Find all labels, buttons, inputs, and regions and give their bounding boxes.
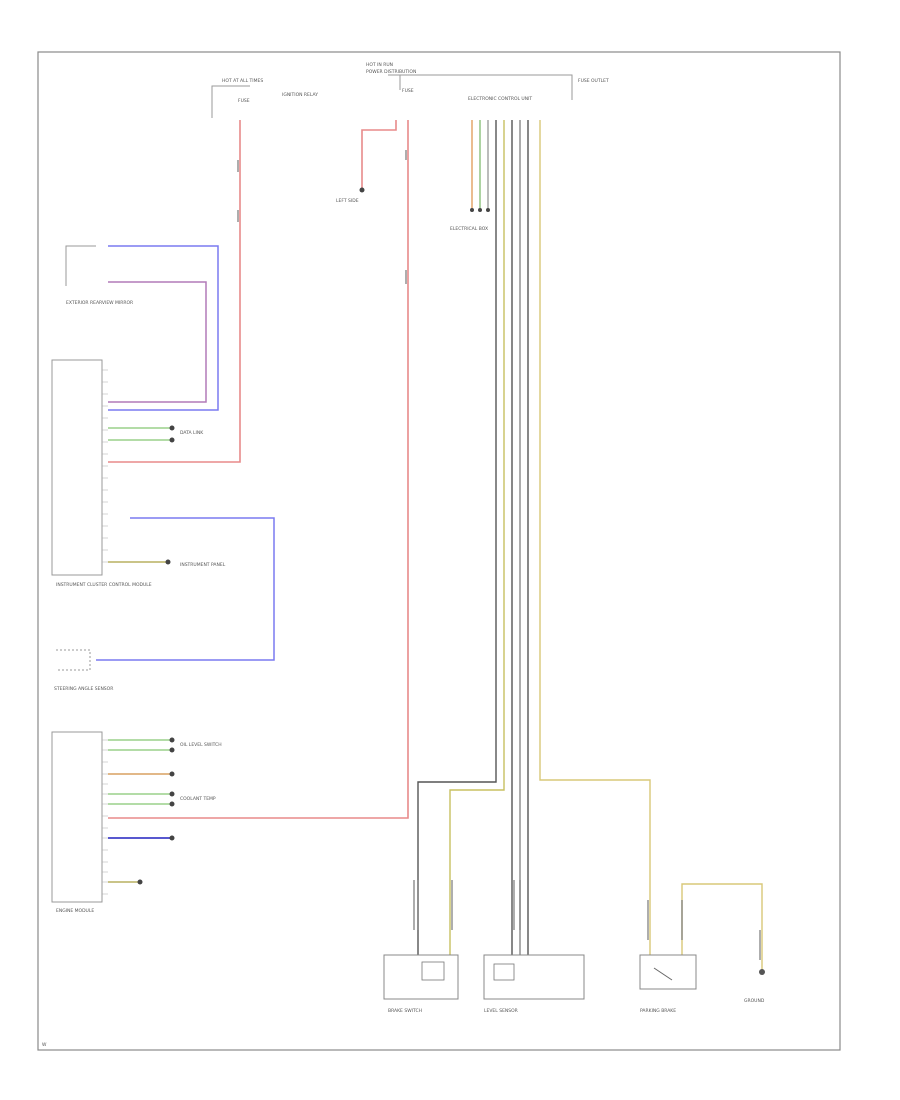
label-electronic-control: ELECTRONIC CONTROL UNIT	[468, 96, 532, 102]
label-steering-angle: STEERING ANGLE SENSOR	[54, 686, 113, 692]
parking-brake-box	[639, 954, 697, 990]
ecu-harness	[417, 120, 651, 955]
label-fuse-outlet: FUSE OUTLET	[578, 78, 609, 84]
label-level-sensor: LEVEL SENSOR	[484, 1008, 518, 1014]
blue-wire-1	[108, 245, 219, 411]
parking-switch-symbol	[653, 967, 673, 981]
label-electrical-box: ELECTRICAL BOX	[450, 226, 488, 232]
label-footer: W	[42, 1042, 47, 1048]
label-instrument-panel: INSTRUMENT PANEL	[180, 562, 226, 568]
label-ignition-relay: IGNITION RELAY	[282, 92, 318, 98]
label-data-link: DATA LINK	[180, 430, 204, 436]
instrument-cluster-box	[51, 359, 103, 576]
label-fuse-b: FUSE	[402, 88, 414, 94]
pin-ticks	[102, 369, 108, 895]
blue-wire-steering	[96, 517, 275, 661]
label-ground: GROUND	[744, 998, 765, 1004]
label-parking-brake: PARKING BRAKE	[640, 1008, 676, 1014]
red-wire-cluster	[108, 120, 241, 463]
mirror-box	[65, 245, 96, 286]
terminal-dots	[137, 187, 490, 885]
red-stub	[361, 120, 397, 148]
label-left-side: LEFT SIDE	[336, 198, 359, 204]
label-engine-module: ENGINE MODULE	[56, 908, 94, 914]
label-oil-level: OIL LEVEL SWITCH	[180, 742, 222, 748]
level-sensor-box	[483, 954, 585, 1000]
brake-switch-symbol	[421, 961, 445, 981]
engine-module-box	[51, 731, 103, 903]
diagram-border	[37, 51, 841, 1051]
top-power-section	[211, 74, 573, 118]
label-power-dist: POWER DISTRIBUTION	[366, 69, 416, 75]
label-coolant-temp: COOLANT TEMP	[180, 796, 216, 802]
connector-marks	[237, 150, 761, 960]
red-wire-engine	[108, 120, 409, 819]
label-exterior-mirror: EXTERIOR REARVIEW MIRROR	[66, 300, 133, 306]
steering-sensor-box	[56, 649, 91, 671]
level-sensor-symbol	[493, 963, 515, 981]
ground-wire	[681, 883, 763, 970]
label-fuse-a: FUSE	[238, 98, 250, 104]
label-instrument-cluster: INSTRUMENT CLUSTER CONTROL MODULE	[56, 582, 152, 588]
component-labels: EXTERIOR REARVIEW MIRROR INSTRUMENT CLUS…	[42, 198, 765, 1048]
label-hot-at-all-times: HOT AT ALL TIMES	[222, 78, 263, 84]
purple-wire-2	[108, 281, 207, 403]
ground-icon	[759, 969, 765, 975]
brake-switch-box	[383, 954, 459, 1000]
top-labels: HOT AT ALL TIMES HOT IN RUN POWER DISTRI…	[222, 62, 609, 104]
label-brake-switch: BRAKE SWITCH	[388, 1008, 422, 1014]
label-hot-in-run: HOT IN RUN	[366, 62, 393, 68]
